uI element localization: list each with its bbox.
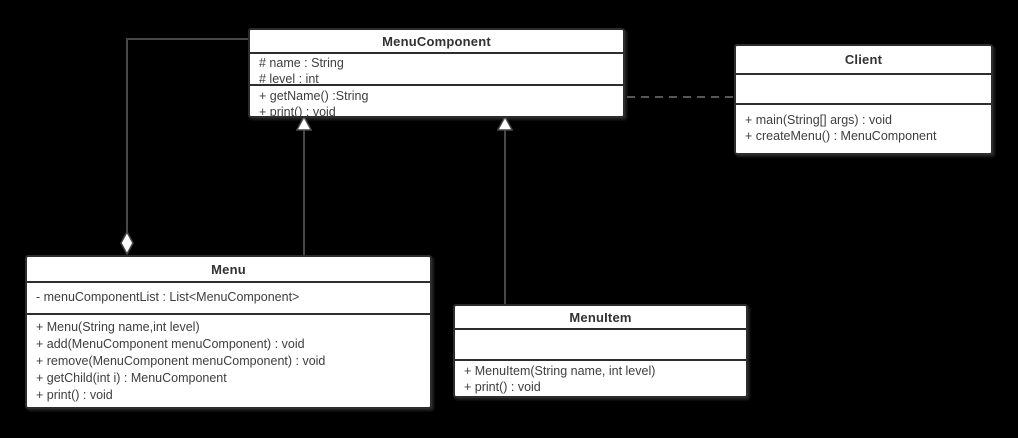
attribute-line: # level : int: [259, 72, 319, 86]
class-title: MenuComponent: [250, 30, 623, 54]
aggregation-edge-vertical[interactable]: [126, 38, 128, 233]
class-title: MenuItem: [455, 306, 746, 330]
class-attributes: [736, 75, 991, 105]
method-line: + getName() :String: [259, 89, 369, 103]
attribute-line: # name : String: [259, 56, 344, 70]
class-menu[interactable]: Menu - menuComponentList : List<MenuComp…: [25, 255, 432, 409]
method-line: + createMenu() : MenuComponent: [745, 129, 937, 143]
class-attributes: [455, 330, 746, 361]
method-line: + print() : void: [259, 105, 336, 116]
method-line: + main(String[] args) : void: [745, 113, 892, 127]
class-menucomponent[interactable]: MenuComponent # name : String # level : i…: [248, 28, 625, 118]
method-line: + print() : void: [464, 380, 541, 394]
class-attributes: # name : String # level : int: [250, 54, 623, 86]
generalization-triangle-marker: [296, 116, 312, 131]
generalization-edge-menu[interactable]: [303, 129, 305, 255]
aggregation-edge-horizontal[interactable]: [127, 38, 248, 40]
generalization-edge-menuitem[interactable]: [504, 129, 506, 304]
class-client[interactable]: Client + main(String[] args) : void + cre…: [734, 44, 993, 155]
method-line: + MenuItem(String name, int level): [464, 364, 656, 378]
dependency-edge-client[interactable]: [627, 96, 734, 98]
generalization-triangle-marker: [497, 116, 513, 131]
method-line: + Menu(String name,int level): [36, 320, 200, 334]
class-methods: + MenuItem(String name, int level) + prin…: [455, 361, 746, 396]
class-attributes: - menuComponentList : List<MenuComponent…: [27, 283, 430, 315]
method-line: + add(MenuComponent menuComponent) : voi…: [36, 337, 305, 351]
class-methods: + getName() :String + print() : void: [250, 86, 623, 116]
aggregation-diamond-marker: [120, 231, 134, 255]
method-line: + remove(MenuComponent menuComponent) : …: [36, 354, 326, 368]
class-title: Client: [736, 46, 991, 75]
class-methods: + main(String[] args) : void + createMenu…: [736, 105, 991, 153]
method-line: + getChild(int i) : MenuComponent: [36, 371, 227, 385]
attribute-line: - menuComponentList : List<MenuComponent…: [36, 290, 300, 304]
class-title: Menu: [27, 257, 430, 283]
class-menuitem[interactable]: MenuItem + MenuItem(String name, int lev…: [453, 304, 748, 398]
class-methods: + Menu(String name,int level) + add(MenuC…: [27, 315, 430, 407]
method-line: + print() : void: [36, 388, 113, 402]
